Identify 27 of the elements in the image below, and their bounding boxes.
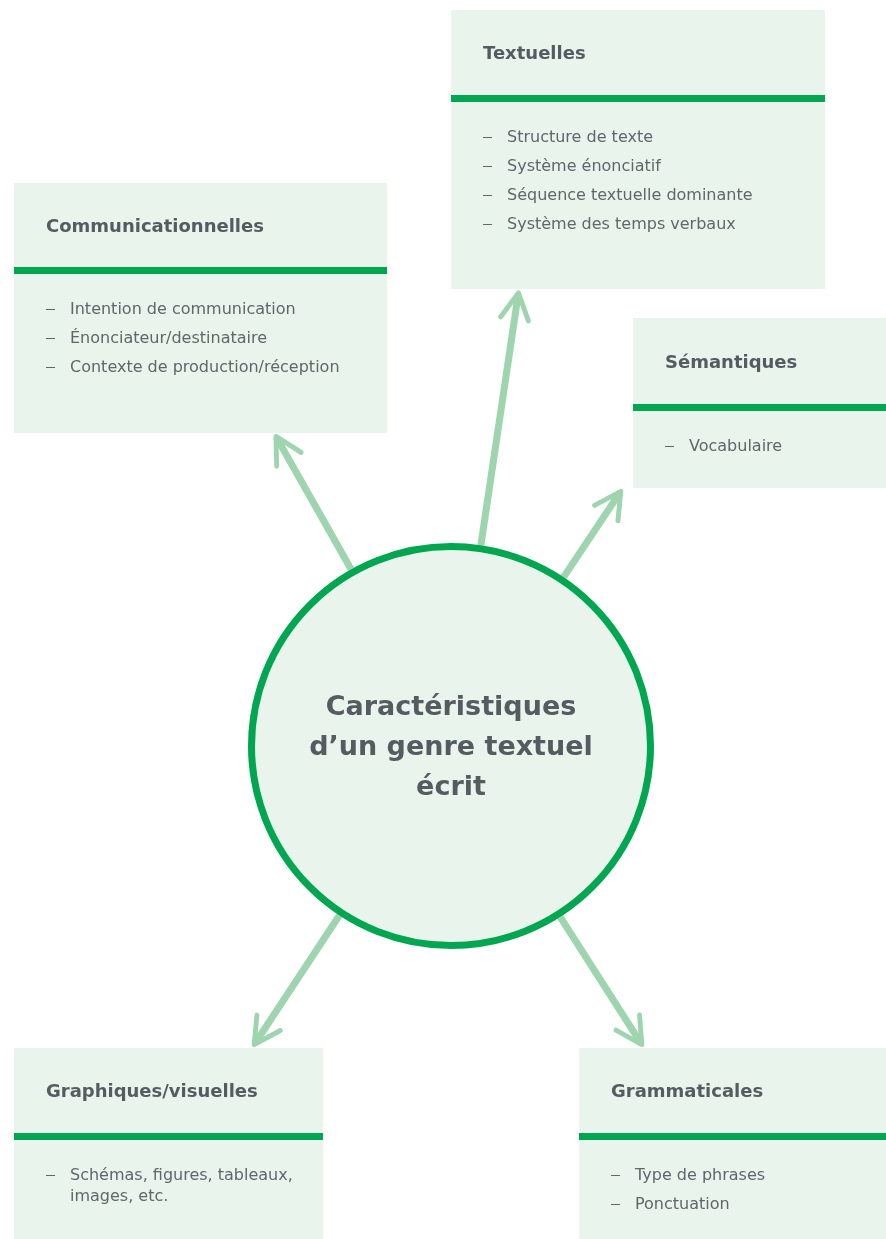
arrow xyxy=(557,915,645,1048)
list-item: Séquence textuelle dominante xyxy=(507,185,753,204)
list-item: Type de phrases xyxy=(635,1165,766,1184)
list-item: Énonciateur/destinataire xyxy=(70,328,268,347)
center-title: Caractéristiques d’un genre textuel écrit xyxy=(308,689,594,803)
category-card xyxy=(633,318,886,488)
list-item: Ponctuation xyxy=(635,1194,730,1213)
category-card xyxy=(14,183,387,433)
card-heading: Graphiques/visuelles xyxy=(46,1080,258,1101)
list-item: Vocabulaire xyxy=(689,436,783,455)
list-item: Système énonciatif xyxy=(507,156,661,175)
card-heading: Textuelles xyxy=(483,42,586,63)
card-heading: Grammaticales xyxy=(611,1080,764,1101)
arrow xyxy=(477,290,531,546)
arrow xyxy=(560,488,624,580)
category-card xyxy=(451,10,825,289)
list-item: Structure de texte xyxy=(507,127,654,146)
card-heading: Sémantiques xyxy=(665,350,798,372)
arrow xyxy=(273,434,355,572)
card-heading: Communicationnelles xyxy=(46,214,264,236)
list-item: Contexte de production/réception xyxy=(70,357,340,376)
list-item: Schémas, figures, tableaux, images, etc. xyxy=(70,1165,293,1205)
category-card xyxy=(14,1048,323,1239)
arrow xyxy=(251,913,343,1048)
list-item: Système des temps verbaux xyxy=(507,214,736,233)
category-card xyxy=(579,1048,886,1239)
list-item: Intention de communication xyxy=(70,299,296,318)
